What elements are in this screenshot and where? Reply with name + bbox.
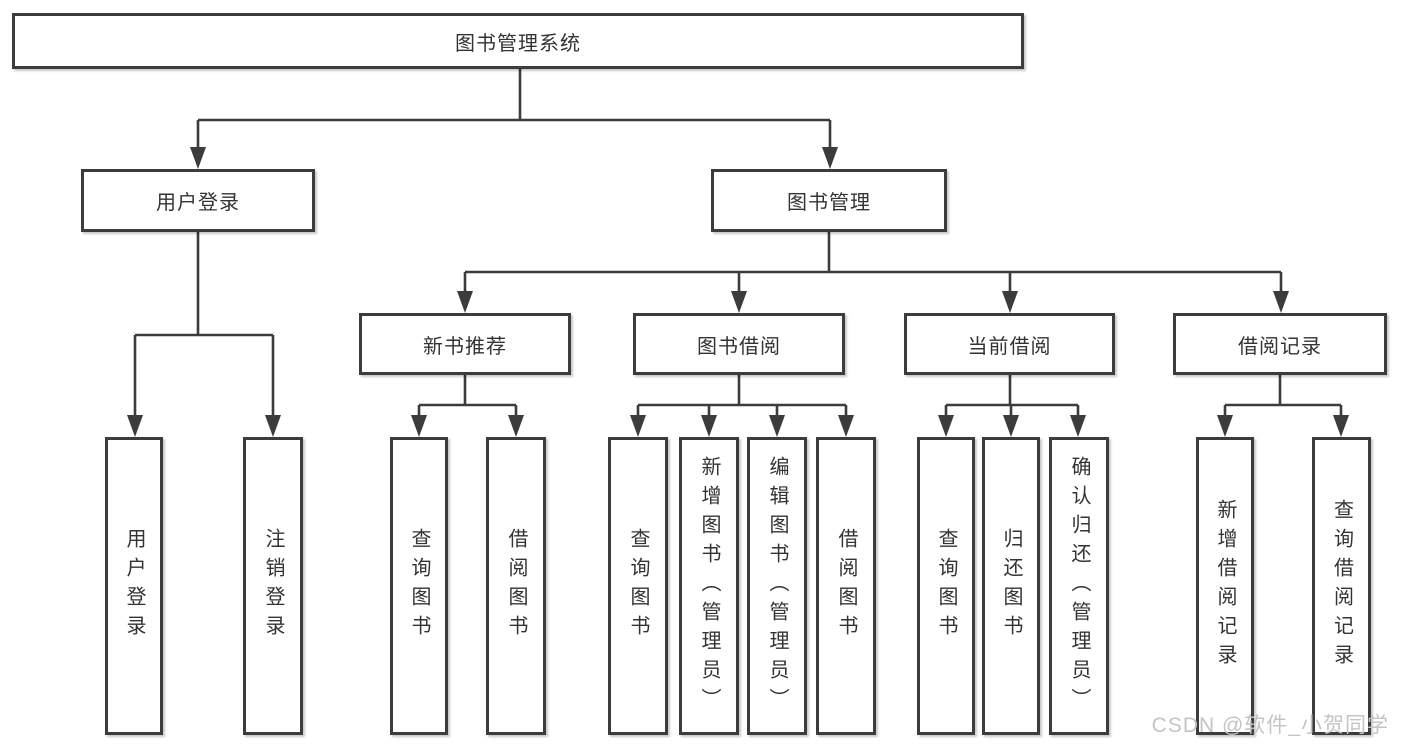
leaf-query-books-borrow: 查询图书 xyxy=(608,437,668,735)
leaf-logout: 注销登录 xyxy=(243,437,303,735)
node-label: 查询借阅记录 xyxy=(1330,499,1353,673)
node-book-management: 图书管理 xyxy=(711,169,947,232)
leaf-return-books: 归还图书 xyxy=(982,437,1040,735)
node-label: 借阅记录 xyxy=(1238,335,1322,358)
node-label: 新书推荐 xyxy=(423,335,507,358)
node-label: 查询图书 xyxy=(408,528,430,644)
node-label: 新增借阅记录 xyxy=(1214,499,1236,673)
leaf-borrow-books-recommend: 借阅图书 xyxy=(486,437,546,735)
leaf-edit-books-admin: 编辑图书（管理员） xyxy=(747,437,807,735)
leaf-query-borrow-record: 查询借阅记录 xyxy=(1312,437,1371,735)
leaf-confirm-return-admin: 确认归还（管理员） xyxy=(1049,437,1109,735)
node-new-book-recommend: 新书推荐 xyxy=(359,313,571,375)
node-label: 归还图书 xyxy=(1000,528,1022,644)
leaf-borrow-books: 借阅图书 xyxy=(816,437,876,735)
node-label: 用户登录 xyxy=(156,192,240,214)
node-label: 图书管理 xyxy=(787,192,871,214)
leaf-add-borrow-record: 新增借阅记录 xyxy=(1196,437,1254,735)
node-label: 查询图书 xyxy=(627,528,649,644)
node-label: 确认归还（管理员） xyxy=(1068,455,1090,717)
leaf-query-books-current: 查询图书 xyxy=(917,437,975,735)
node-label: 注销登录 xyxy=(262,528,284,644)
watermark: CSDN @软件_小贺同学 xyxy=(1151,714,1389,737)
node-borrow-records: 借阅记录 xyxy=(1173,313,1387,375)
node-label: 查询图书 xyxy=(935,528,957,644)
leaf-query-books-recommend: 查询图书 xyxy=(390,437,448,735)
leaf-add-books-admin: 新增图书（管理员） xyxy=(679,437,739,735)
node-user-login: 用户登录 xyxy=(81,169,315,232)
node-current-borrow: 当前借阅 xyxy=(904,313,1115,375)
leaf-user-login: 用户登录 xyxy=(105,437,163,735)
node-label: 用户登录 xyxy=(123,528,145,644)
tree-edges xyxy=(133,69,1343,419)
node-label: 图书借阅 xyxy=(697,335,781,358)
arrow-heads xyxy=(127,147,1349,437)
node-label: 当前借阅 xyxy=(967,335,1052,358)
node-root: 图书管理系统 xyxy=(12,13,1024,69)
node-label: 新增图书（管理员） xyxy=(698,455,720,717)
node-label: 图书管理系统 xyxy=(455,32,581,55)
node-label: 借阅图书 xyxy=(505,528,527,644)
node-book-borrow: 图书借阅 xyxy=(633,313,845,375)
node-label: 借阅图书 xyxy=(835,528,857,644)
node-label: 编辑图书（管理员） xyxy=(766,455,788,717)
